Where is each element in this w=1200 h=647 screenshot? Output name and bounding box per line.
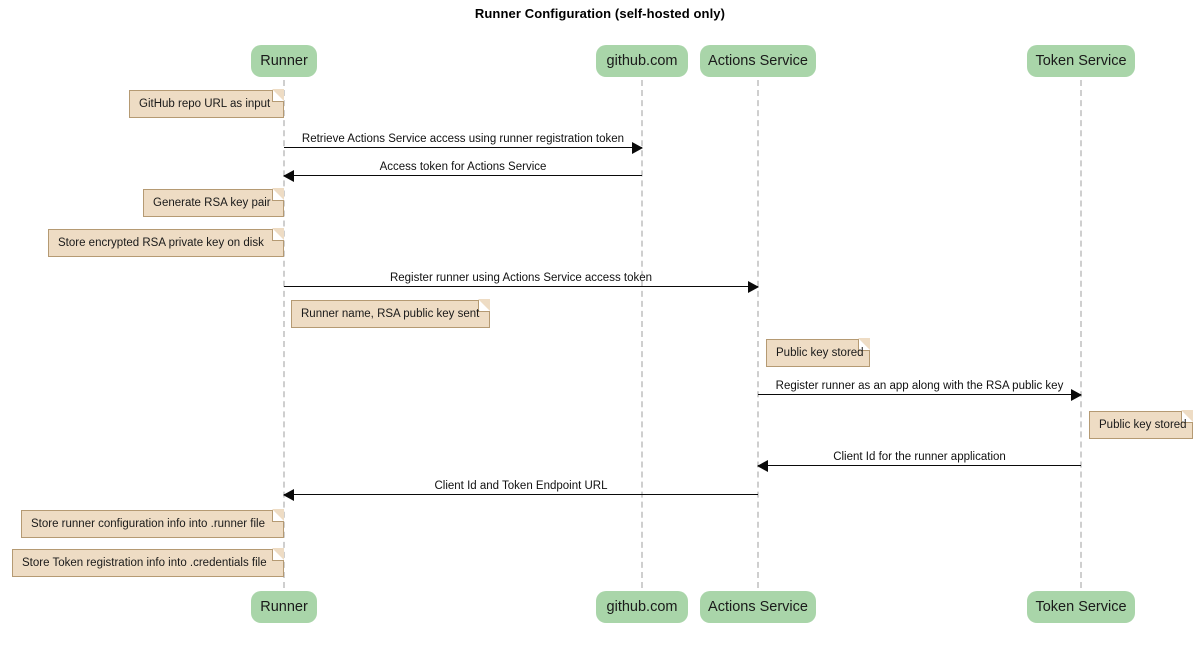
participant-github-bottom[interactable]: github.com [596, 591, 688, 623]
note-n5: Public key stored [766, 338, 870, 367]
participant-label: Runner [260, 599, 308, 615]
message-line [284, 175, 642, 176]
note-text: Store Token registration info into .cred… [22, 557, 267, 569]
participant-runner-bottom[interactable]: Runner [251, 591, 317, 623]
arrowhead-icon [283, 488, 294, 501]
participant-token-bottom[interactable]: Token Service [1027, 591, 1135, 623]
note-text: Store runner configuration info into .ru… [31, 518, 265, 530]
message-line [758, 465, 1081, 466]
arrowhead-icon [748, 280, 759, 293]
message-label: Client Id for the runner application [833, 451, 1006, 463]
message-label: Client Id and Token Endpoint URL [434, 480, 608, 492]
arrowhead-icon [632, 141, 643, 154]
note-n1: GitHub repo URL as input [129, 89, 284, 118]
lifeline-token [1080, 80, 1082, 588]
message-m2: Access token for Actions Service [283, 154, 642, 182]
note-fold-corner-icon [858, 338, 870, 351]
participant-github-top[interactable]: github.com [596, 45, 688, 77]
message-line [284, 286, 758, 287]
note-n8: Store Token registration info into .cred… [12, 548, 284, 577]
note-n4: Runner name, RSA public key sent [291, 299, 490, 328]
note-n6: Public key stored [1089, 410, 1193, 439]
participant-label: Runner [260, 53, 308, 69]
arrowhead-icon [283, 169, 294, 182]
note-n7: Store runner configuration info into .ru… [21, 509, 284, 538]
participant-label: Actions Service [708, 53, 808, 69]
arrowhead-icon [757, 459, 768, 472]
note-n3: Store encrypted RSA private key on disk [48, 228, 284, 257]
note-fold-corner-icon [1181, 410, 1193, 423]
message-line [284, 494, 758, 495]
message-label: Register runner as an app along with the… [775, 380, 1064, 392]
lifeline-runner [283, 80, 285, 588]
note-text: GitHub repo URL as input [139, 98, 271, 110]
message-m1: Retrieve Actions Service access using ru… [284, 126, 643, 154]
participant-runner-top[interactable]: Runner [251, 45, 317, 77]
message-m6: Client Id and Token Endpoint URL [283, 473, 758, 501]
note-fold-corner-icon [272, 548, 284, 561]
message-m5: Client Id for the runner application [757, 444, 1081, 472]
lifeline-actions [757, 80, 759, 588]
diagram-title: Runner Configuration (self-hosted only) [474, 6, 726, 21]
message-label: Access token for Actions Service [379, 161, 547, 173]
note-fold-corner-icon [272, 228, 284, 241]
participant-actions-top[interactable]: Actions Service [700, 45, 816, 77]
message-label: Register runner using Actions Service ac… [389, 272, 653, 284]
note-text: Public key stored [776, 347, 864, 359]
note-fold-corner-icon [478, 299, 490, 312]
lifeline-github [641, 80, 643, 588]
note-text: Runner name, RSA public key sent [301, 308, 480, 320]
note-text: Generate RSA key pair [153, 197, 271, 209]
participant-actions-bottom[interactable]: Actions Service [700, 591, 816, 623]
message-label: Retrieve Actions Service access using ru… [301, 133, 625, 145]
participant-label: github.com [606, 599, 678, 615]
note-fold-corner-icon [272, 509, 284, 522]
note-fold-corner-icon [272, 188, 284, 201]
message-m3: Register runner using Actions Service ac… [284, 265, 759, 293]
participant-label: Token Service [1035, 53, 1127, 69]
message-m4: Register runner as an app along with the… [758, 373, 1082, 401]
arrowhead-icon [1071, 388, 1082, 401]
message-line [758, 394, 1081, 395]
participant-label: github.com [606, 53, 678, 69]
note-fold-corner-icon [272, 89, 284, 102]
note-text: Public key stored [1099, 419, 1187, 431]
note-n2: Generate RSA key pair [143, 188, 284, 217]
participant-token-top[interactable]: Token Service [1027, 45, 1135, 77]
participant-label: Token Service [1035, 599, 1127, 615]
note-text: Store encrypted RSA private key on disk [58, 237, 264, 249]
participant-label: Actions Service [708, 599, 808, 615]
message-line [284, 147, 642, 148]
